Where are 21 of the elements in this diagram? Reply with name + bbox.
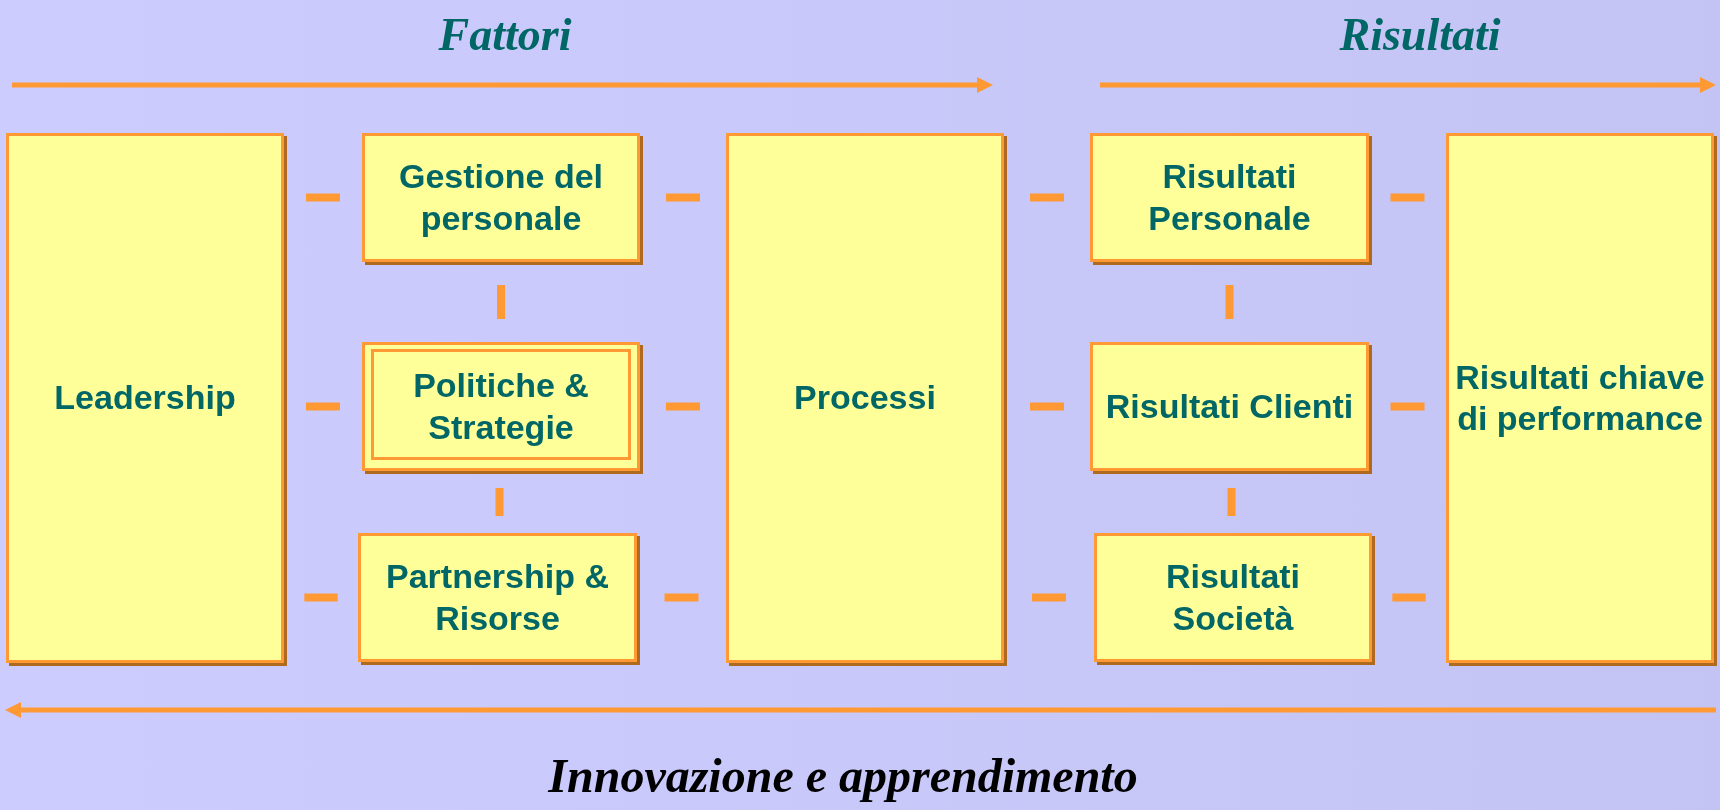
process-box	[1090, 342, 1369, 471]
box-label: Partnership & Risorse	[385, 556, 610, 639]
section-heading: Fattori	[438, 8, 572, 61]
box-label: Leadership	[53, 377, 237, 419]
process-box	[362, 133, 640, 262]
process-box	[1090, 133, 1369, 262]
process-box	[6, 133, 284, 663]
process-box	[726, 133, 1004, 663]
section-heading: Risultati	[1339, 8, 1501, 61]
box-label: Gestione del personale	[397, 156, 605, 239]
box-label: Politiche & Strategie	[412, 365, 590, 448]
process-box	[362, 342, 640, 471]
process-box	[1094, 533, 1372, 662]
process-box	[358, 533, 637, 662]
box-label: Risultati Società	[1164, 556, 1302, 639]
process-box	[1446, 133, 1714, 663]
box-label: Risultati Personale	[1147, 156, 1312, 239]
box-label: Risultati chiave di performance	[1454, 356, 1706, 439]
footer-caption: Innovazione e apprendimento	[548, 748, 1138, 803]
box-label: Processi	[793, 377, 937, 419]
box-label: Risultati Clienti	[1104, 385, 1355, 427]
